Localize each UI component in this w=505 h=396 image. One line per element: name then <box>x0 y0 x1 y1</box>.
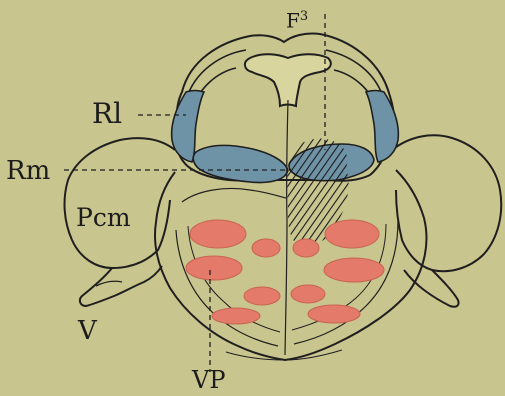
midline-raphe <box>285 100 288 355</box>
pontine-nucleus <box>244 287 280 305</box>
label-f3-sup: 3 <box>300 9 308 24</box>
pontine-nucleus <box>186 256 242 280</box>
pontine-nucleus <box>252 239 280 257</box>
label-rm: Rm <box>6 158 50 184</box>
lateral-lemniscus-right <box>366 91 398 163</box>
label-rl: Rl <box>92 100 122 128</box>
label-f3-main: F <box>286 9 300 33</box>
pontine-nucleus <box>291 285 325 303</box>
label-vp: VP <box>192 368 225 392</box>
label-v: V <box>78 318 97 344</box>
pontine-nucleus <box>293 239 319 257</box>
basis-contour <box>182 189 286 203</box>
aqueduct <box>245 54 331 106</box>
pontine-nucleus <box>308 305 360 323</box>
basis-contour <box>226 350 342 360</box>
pontine-nucleus <box>212 308 260 324</box>
pontine-nucleus <box>324 258 384 282</box>
pontine-nuclei <box>186 220 384 324</box>
left-trigeminal-root <box>80 266 162 306</box>
label-f3: F3 <box>286 10 308 31</box>
pontine-nucleus <box>325 220 379 248</box>
pontine-nucleus <box>190 220 246 248</box>
label-pcm: Pcm <box>76 205 131 230</box>
right-peduncle <box>392 135 501 271</box>
